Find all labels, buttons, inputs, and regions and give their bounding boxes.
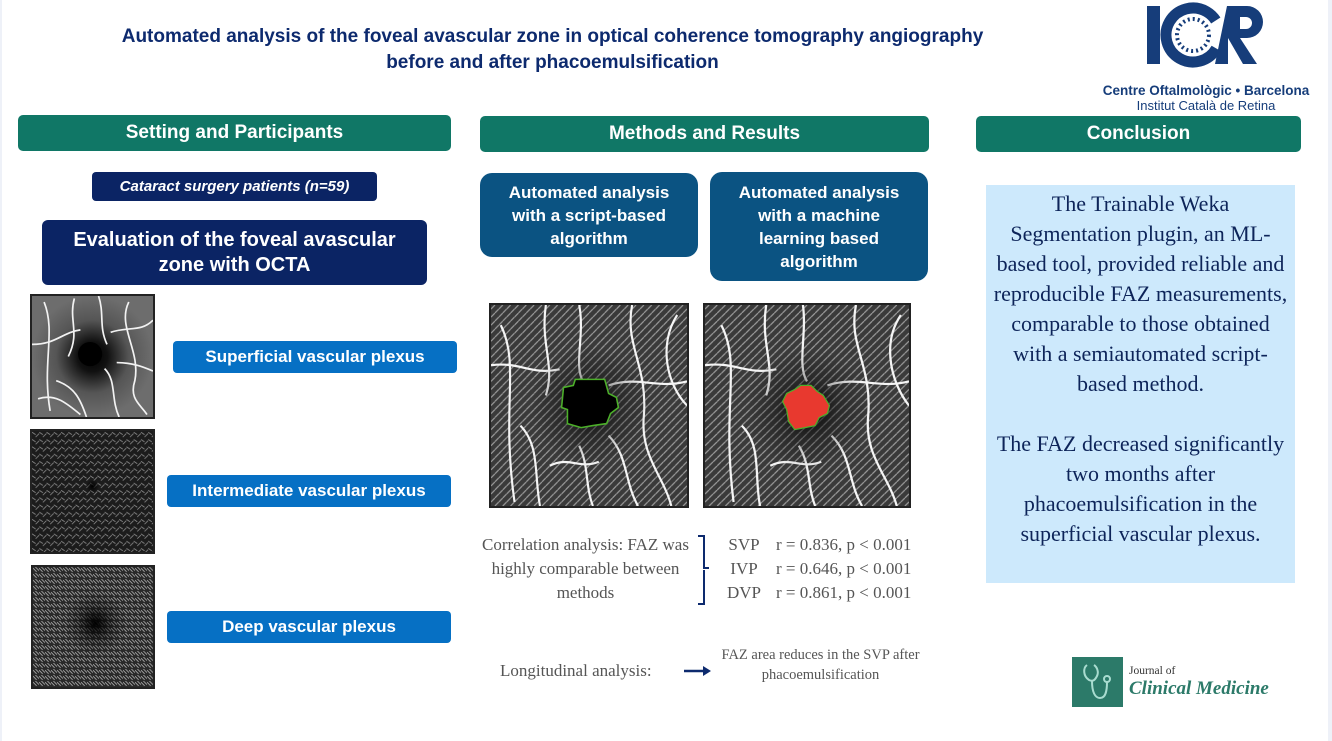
ivp-octa-image: [30, 429, 155, 554]
journal-name-bottom: Clinical Medicine: [1129, 677, 1269, 699]
icr-logo-mark: [1086, 2, 1326, 79]
arrow-right-icon: [684, 666, 711, 676]
method-script-based: Automated analysis with a script-based a…: [480, 173, 698, 257]
script-segmentation-image: [489, 303, 689, 508]
correlation-stat: r = 0.646, p < 0.001: [776, 559, 912, 578]
faz-fill-region: [781, 384, 831, 431]
correlation-plexus: SVP: [728, 535, 760, 554]
icr-logo: Centre Oftalmològic • Barcelona Institut…: [1086, 2, 1326, 113]
dvp-octa-image: [31, 565, 155, 689]
icr-logo-subtitle: Centre Oftalmològic • Barcelona: [1102, 83, 1310, 98]
journal-logo: Journal of Clinical Medicine: [1072, 657, 1269, 707]
conclusion-paragraph-2: The FAZ decreased significantly two mont…: [996, 431, 1285, 546]
section-header-conclusion: Conclusion: [976, 116, 1301, 152]
correlation-row-svp: SVP r = 0.836, p < 0.001: [722, 533, 911, 557]
conclusion-box: The Trainable Weka Segmentation plugin, …: [986, 185, 1295, 583]
evaluation-box: Evaluation of the foveal avascular zone …: [42, 220, 427, 285]
faz-outline: [560, 378, 620, 429]
journal-name: Journal of Clinical Medicine: [1129, 665, 1269, 700]
longitudinal-result: FAZ area reduces in the SVP after phacoe…: [721, 647, 920, 683]
journal-name-top: Journal of: [1129, 664, 1176, 677]
poster-title: Automated analysis of the foveal avascul…: [30, 24, 1075, 76]
correlation-stat: r = 0.836, p < 0.001: [776, 535, 912, 554]
patients-badge: Cataract surgery patients (n=59): [92, 172, 377, 201]
correlation-results: SVP r = 0.836, p < 0.001 IVP r = 0.646, …: [722, 533, 911, 605]
conclusion-paragraph-1: The Trainable Weka Segmentation plugin, …: [993, 191, 1288, 396]
ml-segmentation-image: [703, 303, 911, 508]
poster-title-line2: before and after phacoemulsification: [386, 52, 719, 73]
method-machine-learning: Automated analysis with a machine learni…: [710, 172, 928, 281]
longitudinal-label: Longitudinal analysis:: [500, 661, 652, 680]
correlation-plexus: IVP: [730, 559, 758, 578]
correlation-row-dvp: DVP r = 0.861, p < 0.001: [722, 581, 911, 605]
correlation-row-ivp: IVP r = 0.646, p < 0.001: [722, 557, 911, 581]
svp-octa-image: [30, 294, 155, 419]
plexus-label-deep: Deep vascular plexus: [167, 611, 451, 643]
icr-wordmark-icon: [1147, 2, 1263, 68]
correlation-plexus: DVP: [726, 583, 761, 602]
section-header-setting: Setting and Participants: [18, 115, 451, 151]
brace-icon: [698, 535, 709, 605]
plexus-label-superficial: Superficial vascular plexus: [173, 341, 457, 373]
correlation-stat: r = 0.861, p < 0.001: [776, 583, 912, 602]
section-header-methods: Methods and Results: [480, 116, 929, 152]
poster-title-line1: Automated analysis of the foveal avascul…: [121, 26, 984, 47]
icr-logo-institute: Institut Català de Retina: [1136, 98, 1276, 113]
plexus-label-intermediate: Intermediate vascular plexus: [167, 475, 451, 507]
correlation-label: Correlation analysis: FAZ was highly com…: [482, 535, 689, 602]
stethoscope-icon: [1072, 657, 1123, 707]
page-edge-right: [1328, 0, 1332, 741]
page-edge-left: [0, 0, 2, 741]
